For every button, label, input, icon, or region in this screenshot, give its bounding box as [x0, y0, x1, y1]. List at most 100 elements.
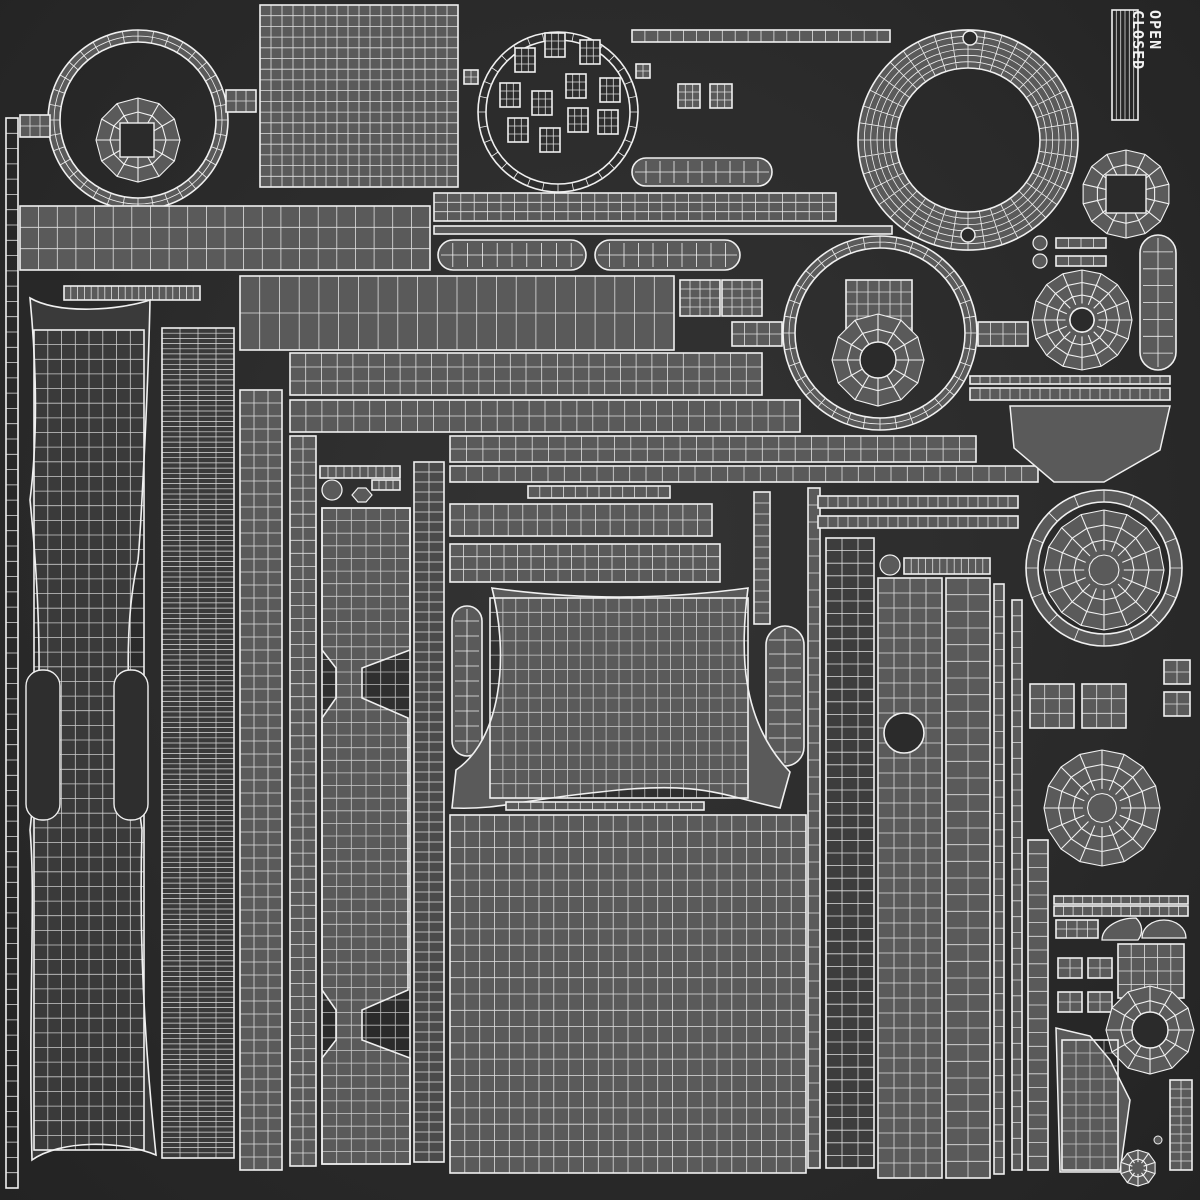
small-label-bar [527, 485, 671, 499]
grate-slot-0 [514, 47, 536, 73]
wide-bar-b [289, 352, 763, 396]
dish-right-lower [1043, 749, 1161, 867]
clamp-handle-right [225, 89, 257, 113]
label-open: OPEN [1146, 10, 1164, 51]
tall-strip-dark [825, 537, 875, 1169]
bolt-head-b [1032, 253, 1048, 269]
tall-strip-f [1011, 599, 1023, 1171]
label-closed: CLOSED [1129, 10, 1147, 71]
small-bracket-a [677, 83, 701, 109]
torso-cutout-left [25, 669, 61, 821]
small-bracket-e [1057, 957, 1083, 979]
thin-bar-a [433, 192, 837, 222]
clamp-center-hole [859, 341, 897, 379]
grate-slot-4 [531, 90, 553, 116]
big-mounting-ring [857, 29, 1079, 251]
thin-bar-b [433, 225, 893, 235]
wedge-a [1055, 237, 1107, 249]
grate-tab-right [635, 63, 651, 79]
grate-slot-3 [499, 82, 521, 108]
bolt-head-d [879, 554, 901, 576]
grate-slot-7 [507, 117, 529, 143]
bottom-right-block [1055, 919, 1099, 939]
tall-strip-g [1027, 839, 1049, 1171]
bottom-right-bar-a [1053, 895, 1189, 905]
mini-strip-c [903, 557, 991, 575]
half-disc-a [1101, 917, 1143, 941]
tall-strip-hole [883, 712, 925, 754]
center-thin-bar [505, 801, 705, 811]
capsule-center-left [451, 605, 483, 757]
curved-center-grid [489, 597, 749, 799]
horizontal-strip-left [19, 205, 431, 271]
grate-tab-left [463, 69, 479, 85]
mini-strip-b [371, 479, 401, 491]
cube-part-a [1029, 683, 1075, 729]
wide-bar-d [449, 435, 977, 463]
capsule-top-horizontal [631, 157, 773, 187]
tall-strip-wide [877, 577, 943, 1179]
tall-strip-c [413, 461, 445, 1163]
small-tile-a [679, 279, 721, 317]
bottom-right-wedge-grid [1061, 1039, 1119, 1171]
capsule-mid-b [594, 239, 741, 271]
grate-slot-6 [599, 77, 621, 103]
hex-nut-icon [351, 487, 373, 503]
small-bracket-h [1087, 991, 1113, 1013]
small-bracket-c [1163, 659, 1191, 685]
tall-strip-a [239, 389, 283, 1171]
round-cap-hole [1069, 307, 1095, 333]
top-checker-grid [259, 4, 459, 188]
clamp-ring-center [782, 235, 978, 431]
small-bracket-d [1163, 691, 1191, 717]
thin-bar-right-b [969, 387, 1171, 401]
clamp-socket-square [119, 122, 155, 158]
bolt-head-c [321, 479, 343, 501]
grate-slot-1 [544, 32, 566, 58]
small-tile-b [721, 279, 763, 317]
capsule-center-right [765, 625, 805, 767]
barcode-strip [1111, 9, 1139, 121]
grate-slot-8 [539, 127, 561, 153]
large-bottom-grid [449, 814, 807, 1174]
wide-bar-c [289, 399, 801, 433]
tiny-wheel [1120, 1149, 1156, 1187]
trapezoid-right-shell [1009, 405, 1171, 483]
grate-slot-5 [565, 73, 587, 99]
tiny-bolt [1153, 1135, 1163, 1145]
tall-strip-e [993, 583, 1005, 1175]
hourglass-column-grid [321, 507, 411, 1165]
bottom-clamp-hole [1131, 1011, 1169, 1049]
clamp-center-handle-left [731, 321, 783, 347]
bottom-right-bar-b [1053, 905, 1189, 917]
bracket-bar-top [631, 29, 891, 43]
small-bracket-f [1087, 957, 1113, 979]
tall-thin-strip [807, 487, 821, 1169]
ruler-strip-small [63, 285, 201, 301]
cube-part-b [1081, 683, 1127, 729]
tiny-strip [1169, 1079, 1193, 1171]
wide-bar-upper [239, 275, 675, 351]
center-bar-a [449, 543, 721, 583]
grate-slot-2 [579, 39, 601, 65]
mini-strip-a [319, 465, 401, 479]
wedge-b [1055, 255, 1107, 267]
wide-bar-e [449, 465, 1039, 483]
bottom-right-wedge [1055, 1027, 1131, 1173]
clamp-center-handle-right [977, 321, 1029, 347]
thin-pole-left [5, 117, 19, 1189]
small-bracket-b [709, 83, 733, 109]
right-bar-b [817, 515, 1019, 529]
tall-barcode-strip [161, 327, 235, 1159]
bolt-head-a [1032, 235, 1048, 251]
grate-slot-10 [597, 109, 619, 135]
socket-right-square [1105, 174, 1147, 214]
vertical-mini-strip [753, 491, 771, 625]
small-bracket-g [1057, 991, 1083, 1013]
dish-right-upper [1043, 509, 1165, 631]
tall-strip-d [945, 577, 991, 1179]
dish-rim-right-upper [1025, 489, 1183, 647]
half-disc-b [1141, 919, 1187, 939]
right-bar-a [817, 495, 1019, 509]
